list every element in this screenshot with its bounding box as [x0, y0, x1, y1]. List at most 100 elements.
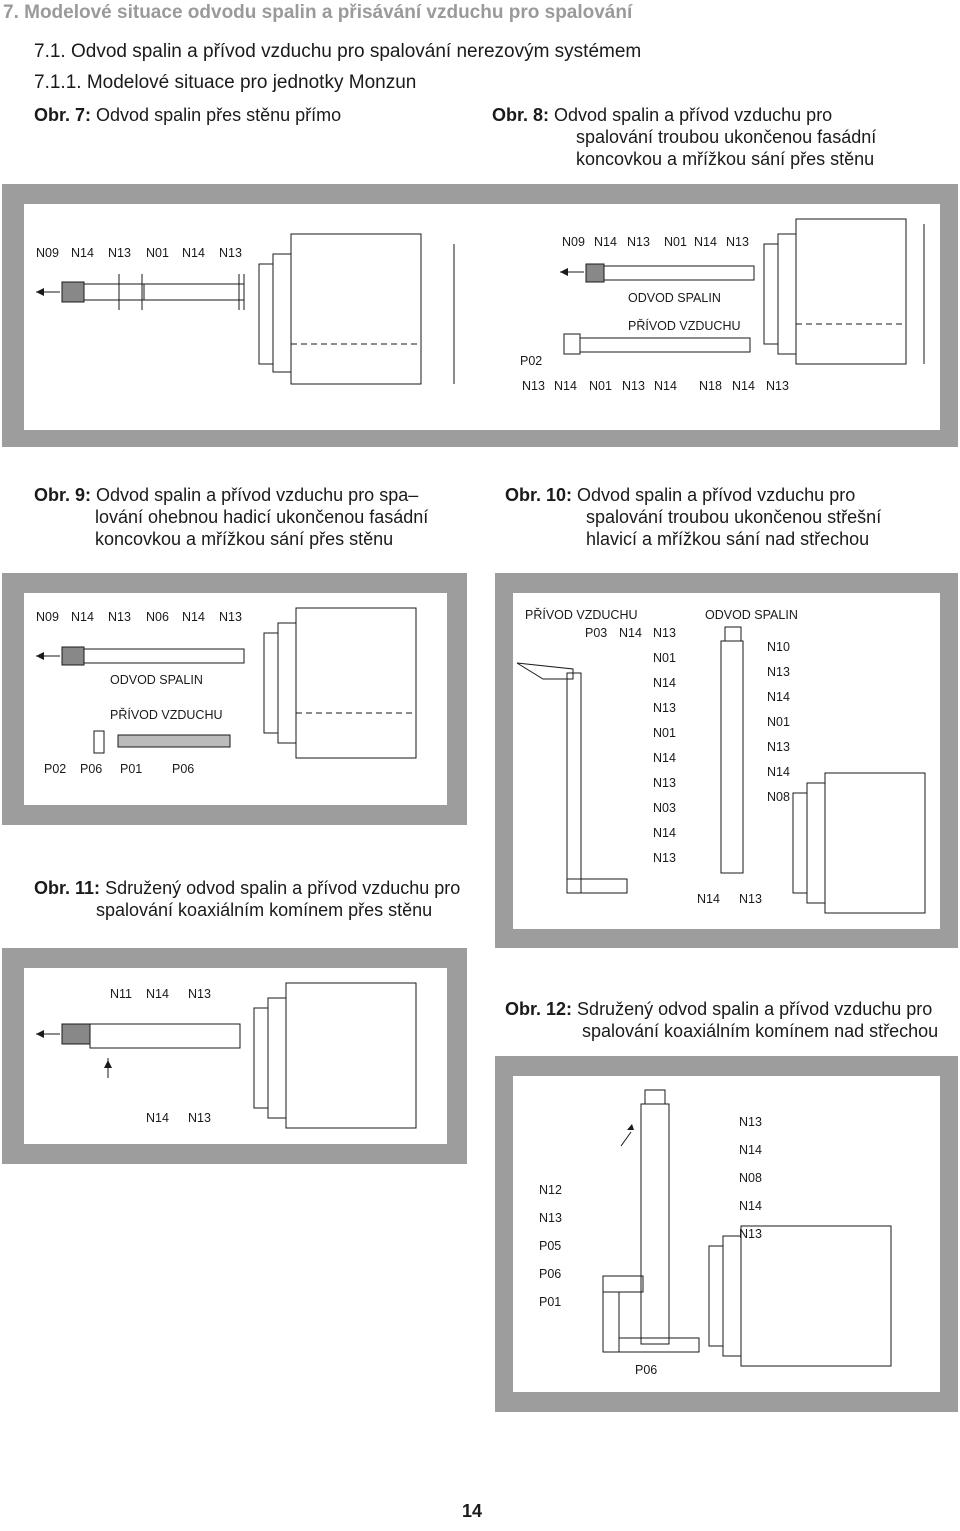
part-label: N12: [539, 1183, 562, 1197]
part-label: N01: [767, 715, 790, 729]
boiler-casing: [795, 218, 907, 365]
part-label: N13: [108, 610, 131, 624]
caption-line: Odvod spalin a přívod vzduchu pro spa–: [96, 485, 419, 505]
part-label: N14: [739, 1143, 762, 1157]
figure-10-frame: PŘÍVOD VZDUCHU ODVOD SPALIN P03 N14 N13 …: [495, 573, 958, 948]
caption-line: spalování troubou ukončenou střešní: [586, 507, 882, 527]
part-label: N14: [146, 1111, 169, 1125]
part-label: N14: [182, 246, 205, 260]
figure-9-caption: Obr. 9: Odvod spalin a přívod vzduchu pr…: [34, 484, 428, 550]
caption-line: Odvod spalin a přívod vzduchu pro: [554, 105, 833, 125]
boiler-casing: [285, 982, 417, 1129]
roof-flue-cap: [724, 626, 742, 642]
figure-10-caption: Obr. 10: Odvod spalin a přívod vzduchu p…: [505, 484, 881, 550]
odvod-spalin-label: ODVOD SPALIN: [705, 608, 798, 622]
part-label: N13: [627, 235, 650, 249]
figure-12-caption: Obr. 12: Sdružený odvod spalin a přívod …: [505, 998, 938, 1042]
part-label: N14: [71, 610, 94, 624]
odvod-spalin-label: ODVOD SPALIN: [110, 673, 203, 687]
facade-terminal-mesh: [585, 263, 605, 283]
part-label: P02: [520, 354, 542, 368]
caption-line: lování ohebnou hadicí ukončenou fasádní: [95, 507, 429, 527]
odvod-spalin-label: ODVOD SPALIN: [628, 291, 721, 305]
part-label: N14: [697, 892, 720, 906]
coaxial-terminal: [61, 1023, 91, 1045]
coaxial-pipe: [89, 1023, 241, 1049]
caption-line: spalování troubou ukončenou fasádní: [576, 127, 877, 147]
part-label: N13: [622, 379, 645, 393]
part-label: N13: [767, 665, 790, 679]
part-label: N14: [594, 235, 617, 249]
part-label: N13: [539, 1211, 562, 1225]
part-label: N14: [653, 826, 676, 840]
figure-7-8-diagram: N09 N14 N13 N01 N14 N13 N09 N14 N13 N01 …: [24, 204, 940, 430]
part-label: N14: [71, 246, 94, 260]
flue-pipe: [83, 283, 145, 301]
subsubsection-heading: 7.1.1. Modelové situace pro jednotky Mon…: [34, 72, 417, 93]
part-label: N01: [664, 235, 687, 249]
part-label: P06: [172, 762, 194, 776]
part-label: N14: [767, 765, 790, 779]
figure-11-frame: N11 N14 N13 N14 N13: [2, 948, 467, 1164]
caption-line: spalování koaxiálním komínem nad střecho…: [582, 1021, 939, 1041]
part-label: N13: [188, 987, 211, 1001]
figure-7-8-frame: N09 N14 N13 N01 N14 N13 N09 N14 N13 N01 …: [2, 184, 958, 447]
figure-12-diagram: N12 N13 P05 P06 P01 N13 N14 N08 N14 N13 …: [513, 1076, 940, 1392]
part-label: N13: [188, 1111, 211, 1125]
part-label: N14: [146, 987, 169, 1001]
part-label: P06: [539, 1267, 561, 1281]
boiler-front: [258, 263, 274, 365]
figure-7-caption: Obr. 7: Odvod spalin přes stěnu přímo: [34, 104, 341, 126]
part-label: N14: [554, 379, 577, 393]
figure-8-label: Obr. 8:: [492, 105, 550, 125]
boiler-casing: [824, 772, 926, 914]
flexible-air-hose: [117, 734, 231, 748]
part-label: N13: [653, 776, 676, 790]
figure-11-caption: Obr. 11: Sdružený odvod spalin a přívod …: [34, 877, 460, 921]
caption-line: hlavicí a mřížkou sání nad střechou: [586, 529, 870, 549]
part-label: P01: [539, 1295, 561, 1309]
boiler-body: [272, 253, 292, 373]
figure-10-label: Obr. 10:: [505, 485, 573, 505]
part-label: P06: [80, 762, 102, 776]
air-pipe-elbow: [566, 878, 628, 894]
flue-arrow-head: [36, 288, 44, 296]
part-label: N13: [219, 246, 242, 260]
flue-pipe: [603, 265, 755, 281]
figure-9-diagram: N09 N14 N13 N06 N14 N13 ODVOD SPALIN PŘÍ…: [24, 593, 447, 805]
part-label: N13: [726, 235, 749, 249]
figure-10-diagram: PŘÍVOD VZDUCHU ODVOD SPALIN P03 N14 N13 …: [513, 593, 940, 929]
part-label: N06: [146, 610, 169, 624]
boiler-body: [777, 233, 797, 355]
flue-pipe: [143, 283, 245, 301]
boiler-casing: [290, 233, 422, 385]
boiler-body: [722, 1235, 742, 1357]
caption-line: koncovkou a mřížkou sání přes stěnu: [576, 149, 875, 169]
part-label: N08: [767, 790, 790, 804]
boiler-body: [267, 997, 287, 1119]
part-label: N18: [699, 379, 722, 393]
boiler-casing: [740, 1225, 892, 1367]
part-label: N14: [694, 235, 717, 249]
part-label: N09: [36, 246, 59, 260]
caption-line: spalování koaxiálním komínem přes stěnu: [96, 900, 433, 920]
part-label: N13: [739, 1115, 762, 1129]
figure-12-label: Obr. 12:: [505, 999, 573, 1019]
figure-12-frame: N12 N13 P05 P06 P01 N13 N14 N08 N14 N13 …: [495, 1056, 958, 1412]
part-label: P02: [44, 762, 66, 776]
part-label: N14: [732, 379, 755, 393]
part-label: N11: [110, 987, 132, 1001]
figure-9-label: Obr. 9:: [34, 485, 92, 505]
roof-coaxial-cap: [644, 1089, 666, 1105]
part-label: N14: [767, 690, 790, 704]
boiler-front: [708, 1245, 724, 1347]
flexible-hose: [618, 1337, 700, 1353]
part-label: N13: [767, 740, 790, 754]
part-label: N14: [654, 379, 677, 393]
part-label: N10: [767, 640, 790, 654]
privod-vzduchu-label: PŘÍVOD VZDUCHU: [525, 607, 638, 622]
subsection-heading: 7.1. Odvod spalin a přívod vzduchu pro s…: [34, 41, 642, 62]
privod-vzduchu-label: PŘÍVOD VZDUCHU: [110, 707, 223, 722]
part-label: P01: [120, 762, 142, 776]
part-label: N13: [653, 626, 676, 640]
